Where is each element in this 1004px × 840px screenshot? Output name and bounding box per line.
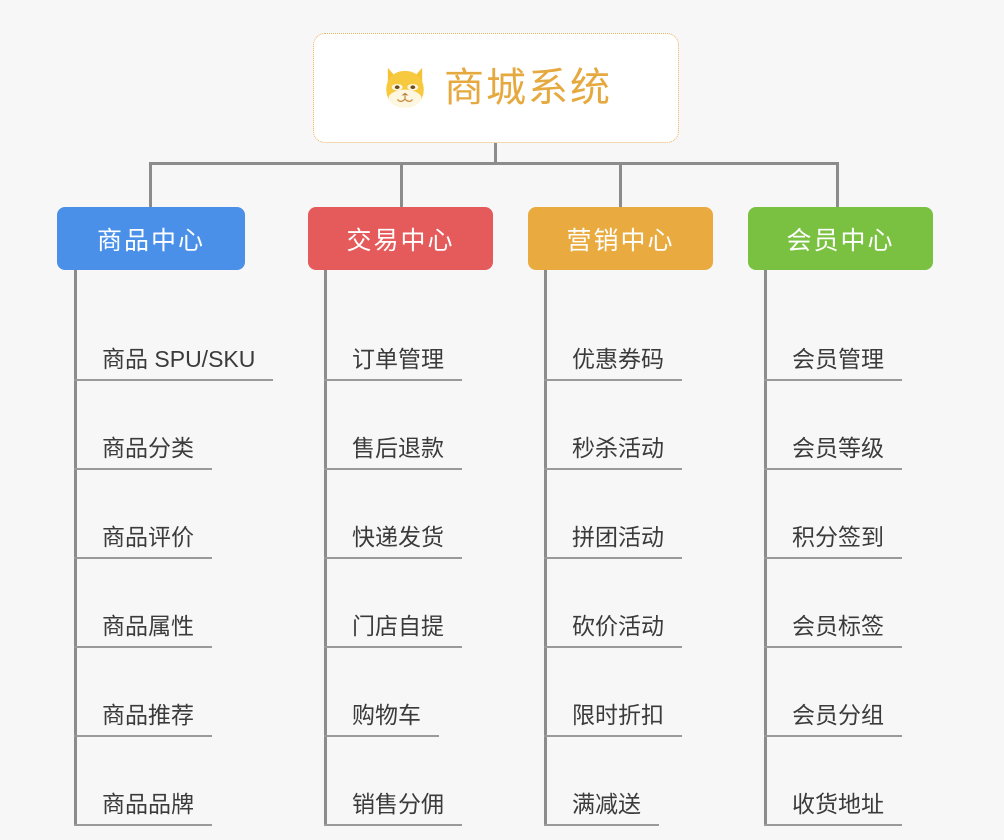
list-item[interactable]: 商品 SPU/SKU <box>74 292 307 381</box>
leaf-label: 商品推荐 <box>74 702 212 737</box>
list-item[interactable]: 会员标签 <box>764 559 978 648</box>
connector-drop-3 <box>619 162 622 207</box>
leaf-label: 拼团活动 <box>544 524 682 559</box>
list-item[interactable]: 积分签到 <box>764 470 978 559</box>
leaf-label: 秒杀活动 <box>544 435 682 470</box>
leaf-label: 商品分类 <box>74 435 212 470</box>
list-item[interactable]: 会员管理 <box>764 292 978 381</box>
leaf-list-2: 订单管理 售后退款 快递发货 门店自提 购物车 销售分佣 <box>324 270 538 826</box>
list-item[interactable]: 商品品牌 <box>74 737 307 826</box>
leaf-label: 积分签到 <box>764 524 902 559</box>
leaf-label: 商品评价 <box>74 524 212 559</box>
branch-column-2: 交易中心 订单管理 售后退款 快递发货 门店自提 购物车 销售分佣 <box>308 207 538 826</box>
connector-stem <box>494 143 497 164</box>
connector-drop-4 <box>836 162 839 207</box>
category-label-3: 营销中心 <box>566 226 675 255</box>
connector-bus <box>149 162 839 165</box>
list-item[interactable]: 销售分佣 <box>324 737 538 826</box>
category-box-2[interactable]: 交易中心 <box>308 207 493 270</box>
leaf-label: 会员分组 <box>764 702 902 737</box>
list-item[interactable]: 砍价活动 <box>544 559 758 648</box>
leaf-label: 商品属性 <box>74 613 212 648</box>
branch-column-4: 会员中心 会员管理 会员等级 积分签到 会员标签 会员分组 收货地址 <box>748 207 978 826</box>
root-title: 商城系统 <box>444 66 612 110</box>
leaf-list-4: 会员管理 会员等级 积分签到 会员标签 会员分组 收货地址 <box>764 270 978 826</box>
leaf-list-1: 商品 SPU/SKU 商品分类 商品评价 商品属性 商品推荐 商品品牌 <box>74 270 307 826</box>
shiba-dog-emoji <box>386 67 424 108</box>
leaf-label: 满减送 <box>544 791 659 826</box>
branch-column-3: 营销中心 优惠券码 秒杀活动 拼团活动 砍价活动 限时折扣 满减送 <box>528 207 758 826</box>
list-item[interactable]: 快递发货 <box>324 470 538 559</box>
list-item[interactable]: 优惠券码 <box>544 292 758 381</box>
list-item[interactable]: 会员分组 <box>764 648 978 737</box>
leaf-label: 会员等级 <box>764 435 902 470</box>
category-label-1: 商品中心 <box>96 226 205 255</box>
root-node[interactable]: 商城系统 <box>313 33 679 143</box>
leaf-label: 购物车 <box>324 702 439 737</box>
category-box-4[interactable]: 会员中心 <box>748 207 933 270</box>
connector-drop-1 <box>149 162 152 207</box>
list-item[interactable]: 购物车 <box>324 648 538 737</box>
category-box-1[interactable]: 商品中心 <box>57 207 245 270</box>
list-item[interactable]: 拼团活动 <box>544 470 758 559</box>
leaf-label: 商品 SPU/SKU <box>74 346 274 381</box>
category-label-4: 会员中心 <box>786 226 895 255</box>
leaf-label: 订单管理 <box>324 346 462 381</box>
list-item[interactable]: 订单管理 <box>324 292 538 381</box>
list-item[interactable]: 商品属性 <box>74 559 307 648</box>
list-item[interactable]: 秒杀活动 <box>544 381 758 470</box>
list-item[interactable]: 收货地址 <box>764 737 978 826</box>
list-item[interactable]: 满减送 <box>544 737 758 826</box>
leaf-label: 销售分佣 <box>324 791 462 826</box>
list-item[interactable]: 售后退款 <box>324 381 538 470</box>
list-item[interactable]: 商品评价 <box>74 470 307 559</box>
leaf-label: 商品品牌 <box>74 791 212 826</box>
category-label-2: 交易中心 <box>346 226 455 255</box>
connector-drop-2 <box>400 162 403 207</box>
category-box-3[interactable]: 营销中心 <box>528 207 713 270</box>
leaf-label: 优惠券码 <box>544 346 682 381</box>
leaf-label: 收货地址 <box>764 791 902 826</box>
list-item[interactable]: 会员等级 <box>764 381 978 470</box>
leaf-list-3: 优惠券码 秒杀活动 拼团活动 砍价活动 限时折扣 满减送 <box>544 270 758 826</box>
leaf-label: 快递发货 <box>324 524 462 559</box>
branch-column-1: 商品中心 商品 SPU/SKU 商品分类 商品评价 商品属性 商品推荐 商品品牌 <box>57 207 307 826</box>
leaf-label: 砍价活动 <box>544 613 682 648</box>
list-item[interactable]: 门店自提 <box>324 559 538 648</box>
list-item[interactable]: 限时折扣 <box>544 648 758 737</box>
leaf-label: 会员标签 <box>764 613 902 648</box>
leaf-label: 会员管理 <box>764 346 902 381</box>
list-item[interactable]: 商品分类 <box>74 381 307 470</box>
list-item[interactable]: 商品推荐 <box>74 648 307 737</box>
leaf-label: 限时折扣 <box>544 702 682 737</box>
leaf-label: 门店自提 <box>324 613 462 648</box>
leaf-label: 售后退款 <box>324 435 462 470</box>
